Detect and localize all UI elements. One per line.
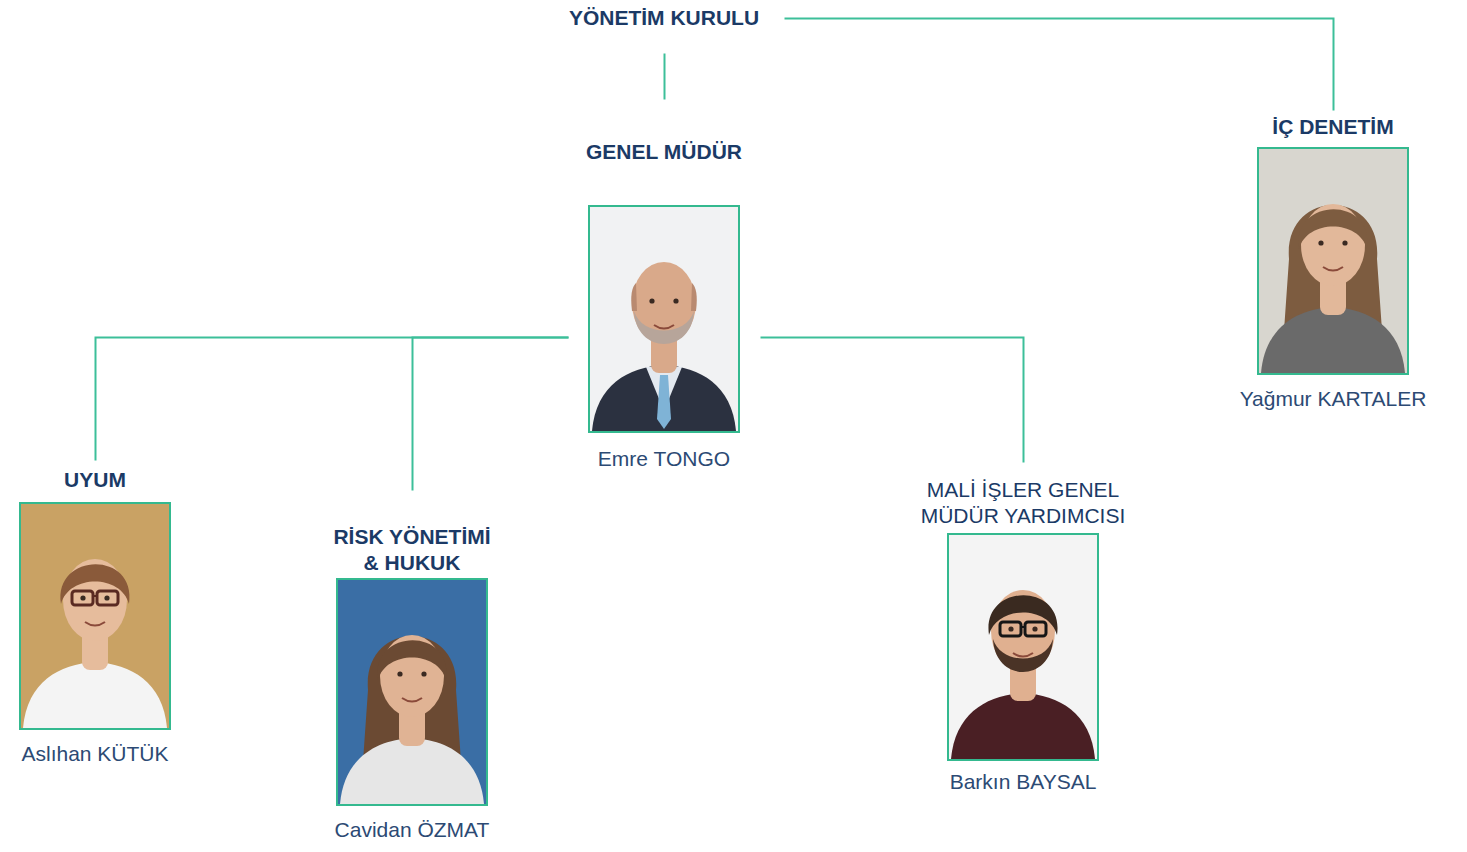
portrait-hair (60, 564, 129, 604)
person-name: Cavidan ÖZMAT (335, 818, 490, 842)
org-connector (785, 19, 1334, 111)
role-heading: MALİ İŞLER GENEL MÜDÜR YARDIMCISI (873, 477, 1173, 529)
portrait-glasses-bridge (1021, 626, 1025, 628)
portrait-eye (80, 595, 85, 600)
portrait-eye (1032, 626, 1037, 631)
portrait-glasses (1025, 622, 1046, 636)
portrait (949, 535, 1097, 759)
portrait-eye (421, 671, 426, 676)
portrait-beard (634, 311, 694, 344)
role-heading: UYUM (64, 467, 126, 493)
portrait-beard (993, 639, 1053, 672)
portrait-background (21, 504, 169, 728)
portrait-eye (397, 671, 402, 676)
photo-frame (1257, 147, 1409, 375)
portrait-eye (649, 298, 654, 303)
person-card: RİSK YÖNETİMİ & HUKUK Cavidan ÖZMAT (327, 490, 497, 842)
portrait-eye (1342, 240, 1347, 245)
org-connector (413, 338, 569, 491)
portrait-tie (657, 375, 671, 429)
portrait-background (949, 535, 1097, 759)
org-connector (761, 338, 1024, 463)
portrait-glasses-bridge (93, 595, 97, 597)
portrait-background (590, 207, 738, 431)
org-connector (664, 54, 666, 100)
portrait-hair (988, 595, 1057, 635)
portrait (21, 504, 169, 728)
portrait-body (951, 693, 1095, 759)
portrait-hair (1298, 209, 1367, 249)
portrait (1259, 149, 1407, 373)
photo-frame (947, 533, 1099, 761)
person-card: MALİ İŞLER GENEL MÜDÜR YARDIMCISI Barkın … (873, 462, 1173, 794)
portrait-background (1259, 149, 1407, 373)
portrait-body (592, 365, 736, 431)
portrait-eye (1008, 626, 1013, 631)
portrait-mouth (85, 622, 105, 626)
portrait (590, 207, 738, 431)
person-card: İÇ DENETİM Yağmur KARTALER (1240, 110, 1427, 411)
role-heading: RİSK YÖNETİMİ & HUKUK (327, 524, 497, 576)
org-connector (96, 338, 569, 461)
photo-frame (588, 205, 740, 433)
person-name: Emre TONGO (598, 447, 730, 471)
person-name: Yağmur KARTALER (1240, 387, 1427, 411)
portrait-glasses (97, 591, 118, 605)
person-name: Barkın BAYSAL (950, 770, 1097, 794)
portrait-mouth (654, 325, 674, 329)
portrait-body (23, 662, 167, 728)
portrait-background (338, 580, 486, 804)
portrait-glasses (72, 591, 93, 605)
portrait (338, 580, 486, 804)
portrait-eye (1318, 240, 1323, 245)
person-name: Aslıhan KÜTÜK (21, 742, 168, 766)
portrait-eye (673, 298, 678, 303)
board-node: YÖNETİM KURULU (544, 5, 784, 53)
portrait-eye (104, 595, 109, 600)
role-heading: İÇ DENETİM (1272, 114, 1393, 140)
portrait-hair (377, 640, 446, 680)
photo-frame (336, 578, 488, 806)
portrait-mouth (402, 698, 422, 702)
portrait-head (632, 262, 696, 344)
portrait-mouth (1323, 267, 1343, 271)
portrait-body (340, 738, 484, 804)
portrait-hair-side (691, 283, 697, 311)
portrait-glasses (1000, 622, 1021, 636)
person-card: UYUM Aslıhan KÜTÜK (19, 460, 171, 766)
photo-frame (19, 502, 171, 730)
portrait-mouth (1013, 653, 1033, 657)
portrait-hair-side (631, 283, 637, 311)
role-heading: YÖNETİM KURULU (569, 5, 759, 31)
person-card: GENEL MÜDÜR Emre TONGO (568, 99, 760, 471)
portrait-body (1261, 307, 1405, 373)
role-heading: GENEL MÜDÜR (586, 139, 742, 165)
